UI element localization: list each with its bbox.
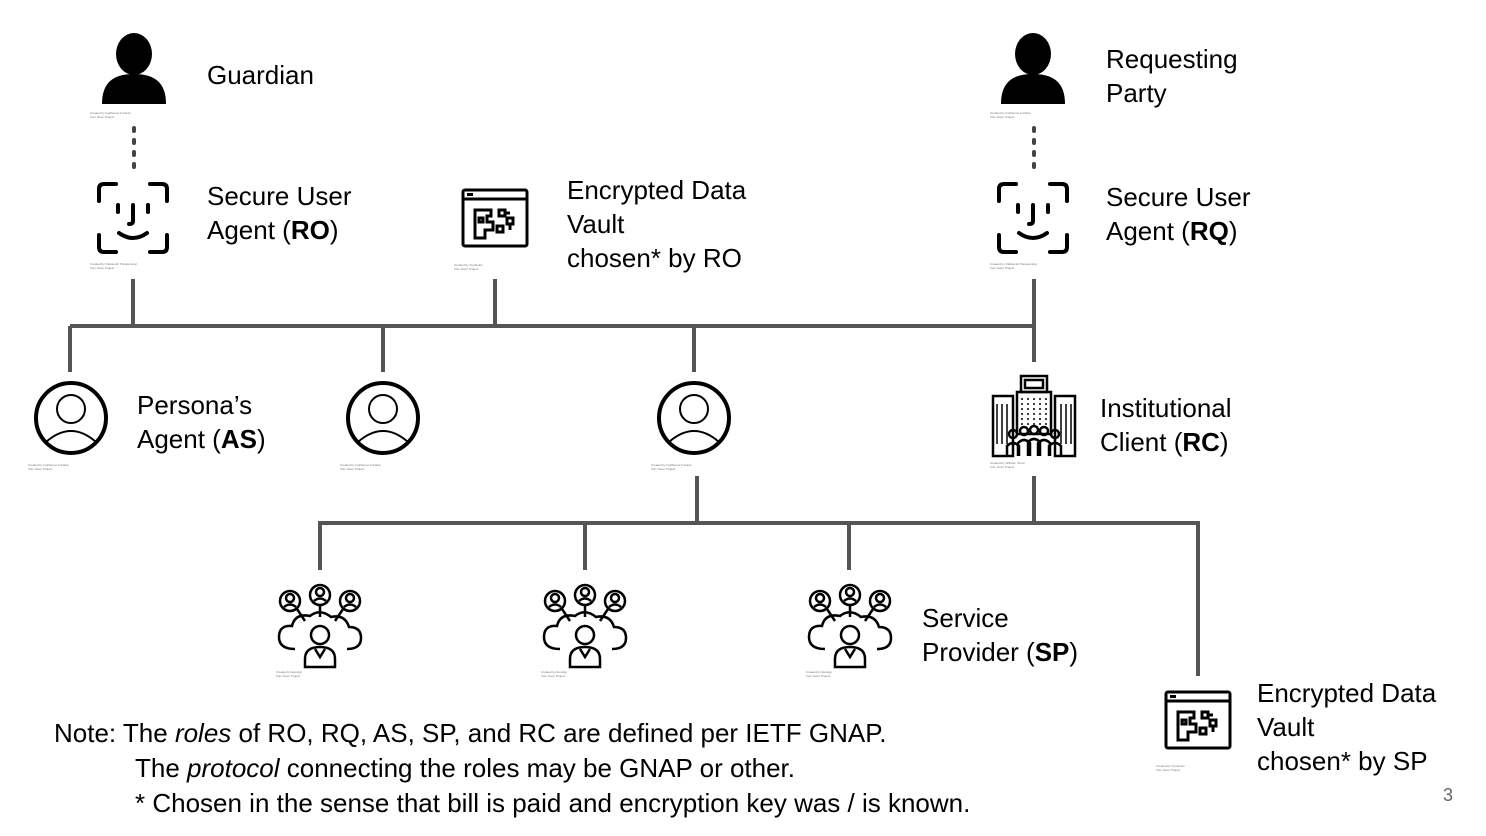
secure-user-agent-rq-icon-credit: Created by Oleksandr Panasovskyi from No… (990, 262, 1037, 270)
personas-agent-3-user-circle-icon (657, 381, 731, 455)
rc-abbreviation: RC (1182, 427, 1220, 457)
personas-agent-2-user-circle-icon (346, 381, 420, 455)
sp-vault-label: Encrypted Data Vault chosen* by SP (1257, 678, 1437, 776)
footnote-line-3: * Chosen in the sense that bill is paid … (135, 788, 971, 818)
as-abbreviation: AS (220, 424, 257, 454)
sp-abbreviation: SP (1034, 637, 1070, 667)
service-provider-2-icon-credit: Created by Eucalyp from Noun Project (541, 670, 568, 678)
page-number: 3 (1443, 785, 1454, 805)
service-provider-1-cloud-people-icon (277, 583, 363, 669)
guardian-label: Guardian (207, 60, 314, 90)
footnote: Note: The roles of RO, RQ, AS, SP, and R… (54, 716, 970, 821)
personas-agent-3-icon-credit: Created by Guilherme Furtado from Noun P… (651, 463, 692, 471)
ro-vault-icon-credit: Created by Symbolon from Noun Project (454, 263, 483, 271)
secure-user-agent-rq-label: Secure User Agent (RQ) (1106, 182, 1251, 246)
rq-abbreviation: RQ (1189, 216, 1229, 246)
secure-user-agent-ro-face-icon (97, 182, 169, 254)
footnote-line-1: Note: The roles of RO, RQ, AS, SP, and R… (54, 718, 887, 748)
secure-user-agent-rq-face-icon (997, 182, 1069, 254)
personas-agent-1-icon-credit: Created by Guilherme Furtado from Noun P… (28, 463, 69, 471)
footnote-line-2: The protocol connecting the roles may be… (135, 753, 795, 783)
service-provider-3-icon-credit: Created by Eucalyp from Noun Project (806, 670, 833, 678)
personas-agent-label: Persona’s Agent (AS) (137, 390, 266, 454)
ro-vault-label: Encrypted Data Vault chosen* by RO (567, 175, 747, 273)
service-provider-3-cloud-people-icon (807, 583, 893, 669)
guardian-icon-credit: Created by Guilherme Furtado from Noun P… (90, 111, 131, 119)
requesting-party-label: Requesting Party (1106, 44, 1238, 108)
secure-user-agent-ro-label: Secure User Agent (RO) (207, 181, 352, 245)
requesting-party-person-icon (1001, 33, 1065, 104)
guardian-person-icon (102, 33, 166, 104)
secure-user-agent-ro-icon-credit: Created by Oleksandr Panasovskyi from No… (90, 262, 137, 270)
institutional-client-icon-credit: Created by Wilhelm Tamm from Noun Projec… (990, 461, 1026, 469)
sp-encrypted-vault-icon (1164, 690, 1232, 750)
institutional-client-building-icon (991, 374, 1077, 458)
service-provider-1-icon-credit: Created by Eucalyp from Noun Project (276, 670, 303, 678)
ro-encrypted-vault-icon (461, 188, 529, 248)
ro-abbreviation: RO (290, 215, 330, 245)
sp-vault-icon-credit: Created by Symbolon from Noun Project (1156, 764, 1185, 772)
institutional-client-label: Institutional Client (RC) (1100, 393, 1232, 457)
personas-agent-1-user-circle-icon (34, 381, 108, 455)
service-provider-2-cloud-people-icon (542, 583, 628, 669)
service-provider-label: Service Provider (SP) (922, 603, 1079, 667)
personas-agent-2-icon-credit: Created by Guilherme Furtado from Noun P… (340, 463, 381, 471)
requesting-party-icon-credit: Created by Guilherme Furtado from Noun P… (990, 111, 1031, 119)
